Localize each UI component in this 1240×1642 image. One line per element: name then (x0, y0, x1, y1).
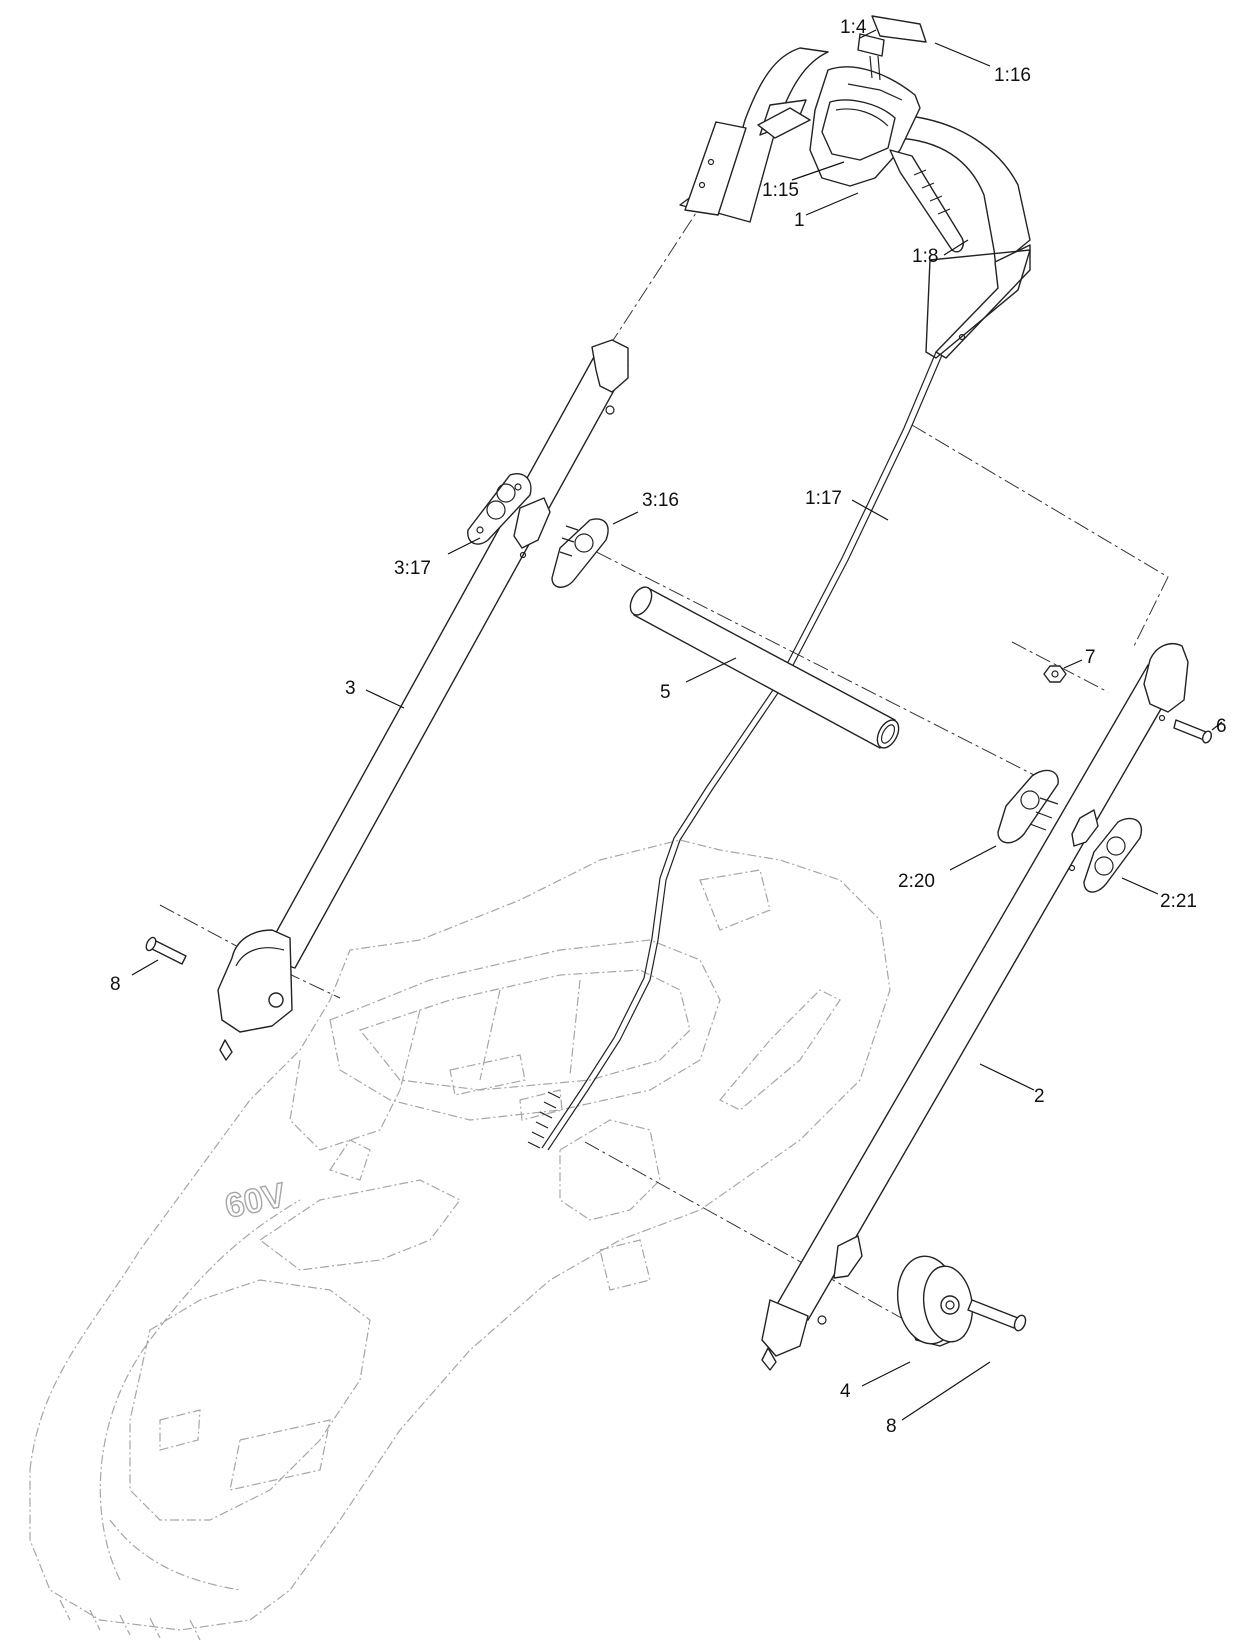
callout-1-15: 1:15 (762, 180, 799, 201)
callout-1: 1 (794, 210, 805, 231)
callout-2-20: 2:20 (898, 871, 935, 892)
left-handle-clip (467, 473, 532, 545)
callout-2: 2 (1034, 1086, 1045, 1107)
bolt-upper (1173, 719, 1213, 744)
callout-7: 7 (1085, 647, 1096, 668)
bolt-left (145, 936, 187, 965)
right-knob-plate (997, 769, 1059, 844)
callout-1-17: 1:17 (805, 488, 842, 509)
leader-lines (131, 29, 1223, 1421)
left-knob-plate (551, 518, 609, 588)
callout-8-left: 8 (110, 974, 121, 995)
bolt-right (967, 1299, 1027, 1332)
callout-6: 6 (1216, 716, 1227, 737)
callout-3: 3 (345, 678, 356, 699)
crossbar-tube (629, 586, 900, 749)
callout-1-4: 1:4 (840, 17, 867, 38)
wheel (896, 1255, 974, 1347)
callout-4: 4 (840, 1381, 851, 1402)
upper-handle (679, 15, 1031, 359)
right-handle-clip (1083, 817, 1143, 893)
nut (1043, 665, 1067, 683)
callout-1-16: 1:16 (994, 65, 1031, 86)
callout-3-16: 3:16 (642, 490, 679, 511)
callout-1-8: 1:8 (912, 246, 938, 267)
control-cable (527, 351, 943, 1151)
callout-2-21: 2:21 (1160, 891, 1197, 912)
mower-deck-ghost: 60V (29, 839, 891, 1641)
callout-8-right: 8 (886, 1416, 897, 1437)
callout-labels: 1:4 1:16 1:15 1 1:8 3:16 1:17 3:17 3 5 7… (110, 17, 1227, 1437)
callout-5: 5 (660, 682, 671, 703)
callout-3-17: 3:17 (394, 558, 431, 579)
right-lower-handle (761, 642, 1189, 1371)
left-lower-handle (217, 339, 629, 1061)
